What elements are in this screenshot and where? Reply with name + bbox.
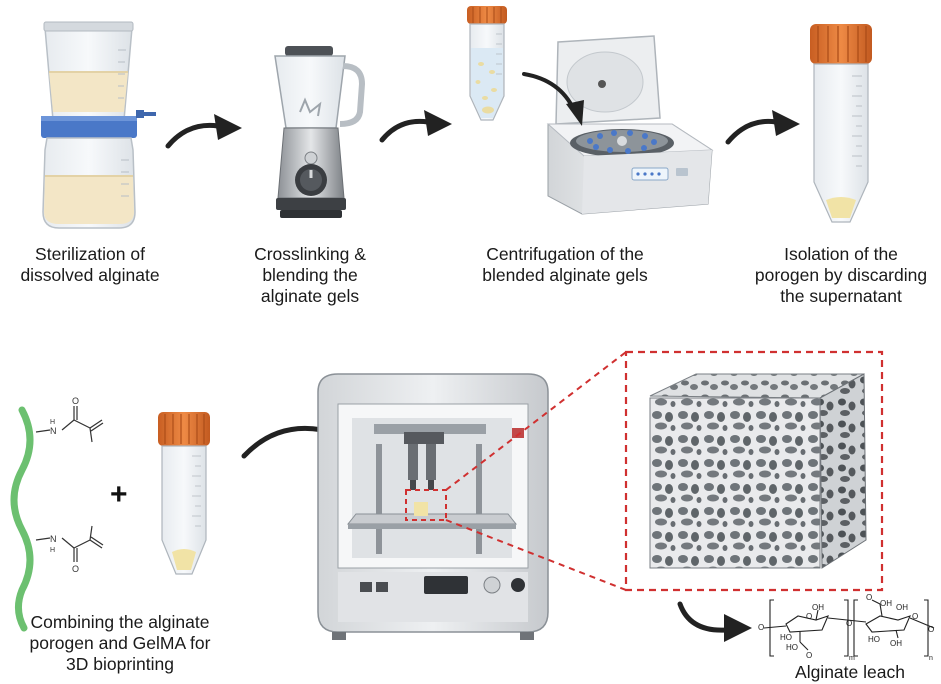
alginate-ho-1: HO <box>780 633 792 642</box>
alginate-oh-3: OH <box>896 603 908 612</box>
alginate-ho-3: HO <box>868 635 880 644</box>
caption-sterilization: Sterilization of dissolved alginate <box>20 244 160 285</box>
gelma-atom-h-bottom: H <box>50 547 55 554</box>
alginate-o-left: O <box>758 623 764 632</box>
caption-crosslinking: Crosslinking & blending the alginate gel… <box>254 244 366 306</box>
gelma-atom-h-top: H <box>50 419 55 426</box>
plus-sign: + <box>110 478 128 511</box>
bioprinter-icon <box>317 373 549 640</box>
alginate-o-ring1: O <box>806 612 812 621</box>
arrow-1 <box>165 122 221 149</box>
caption-combining: Combining the alginate porogen and GelMA… <box>29 612 211 674</box>
arrow-3 <box>725 118 779 145</box>
alginate-structure-icon <box>763 599 935 657</box>
centrifuge-icon <box>546 35 714 215</box>
arrow-to-alginate <box>677 601 729 633</box>
arrow-3-head <box>772 110 800 136</box>
caption-alginate-leach: Alginate leach <box>795 662 905 682</box>
falcon-tube-porogen-icon <box>158 412 210 575</box>
alginate-o-right: O <box>928 625 934 634</box>
arrow-to-alginate-head <box>724 614 752 642</box>
alginate-oh-2: OH <box>880 599 892 608</box>
falcon-tube-icon <box>810 24 872 223</box>
bottle-top-filter-icon <box>41 21 156 229</box>
blender-icon <box>274 46 366 218</box>
gelma-molecule-icon <box>10 406 104 632</box>
gelma-atom-n-bottom: N <box>50 534 57 544</box>
gelma-atom-n-top: N <box>50 426 57 436</box>
gelma-atom-o-bottom: O <box>72 564 79 574</box>
arrow-into-centrifuge-head <box>566 100 584 126</box>
centrifuge-tube-icon <box>467 6 507 121</box>
alginate-o-bridge: O <box>846 619 852 628</box>
alginate-o-carbonyl1: O <box>806 651 812 660</box>
alginate-n: n <box>929 655 933 662</box>
alginate-m: m <box>849 655 855 662</box>
alginate-ho-2: HO <box>786 643 798 652</box>
caption-centrifugation: Centrifugation of the blended alginate g… <box>482 244 648 285</box>
arrow-2 <box>379 118 431 143</box>
alginate-oh-4: OH <box>890 639 902 648</box>
arrow-1-head <box>214 114 242 140</box>
arrow-2-head <box>424 110 452 136</box>
alginate-o-ring2: O <box>912 612 918 621</box>
porous-scaffold-icon <box>649 373 867 569</box>
alginate-o-carbonyl2: O <box>866 593 872 602</box>
gelma-atom-o-top: O <box>72 396 79 406</box>
caption-isolation: Isolation of the porogen by discarding t… <box>754 244 928 306</box>
alginate-oh-1: OH <box>812 603 824 612</box>
